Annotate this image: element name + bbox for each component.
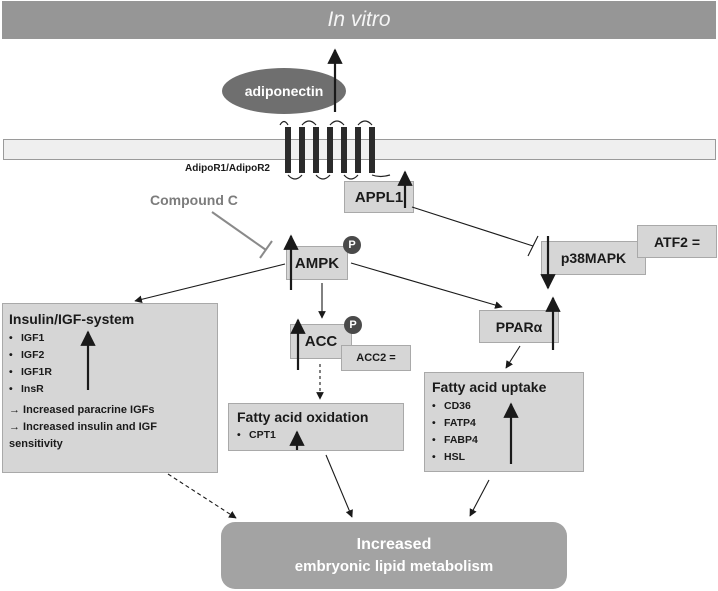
gene-item: FABP4 [432, 432, 576, 449]
acc-label: ACC [304, 333, 338, 350]
atf2-box: ATF2 = [637, 225, 717, 258]
ppara-label: PPARα [495, 318, 543, 335]
compound-c-inhibition-line [211, 211, 267, 251]
ampk-to-ppara-arrow [350, 262, 503, 309]
outcome-line1: Increased [356, 536, 432, 553]
fatty-acid-uptake-box: Fatty acid uptake CD36 FATP4 FABP4 HSL [424, 372, 584, 472]
ppara-to-uptake-arrow [505, 345, 521, 369]
outcome-box: Increased embryonic lipid metabolism [221, 522, 567, 589]
insulin-igf-title: Insulin/IGF-system [9, 311, 135, 327]
gene-item: IGF2 [9, 347, 211, 364]
receptor-label: AdipoR1/AdipoR2 [185, 163, 270, 174]
oxidation-gene-list: CPT1 [237, 427, 395, 444]
gene-item: FATP4 [432, 415, 576, 432]
insulin-igf-gene-list: IGF1 IGF2 IGF1R InsR [9, 330, 211, 398]
acc-box: ACC [290, 324, 352, 359]
cell-membrane [3, 139, 716, 160]
gene-item: HSL [432, 449, 576, 466]
uptake-to-outcome-arrow [469, 479, 490, 517]
acc2-label: ACC2 = [356, 352, 396, 364]
compound-c-label: Compound C [150, 192, 238, 208]
outcome-line2: embryonic lipid metabolism [294, 558, 494, 575]
ampk-phospho-badge: P [343, 236, 361, 254]
in-vitro-banner: In vitro [2, 1, 716, 39]
acc-phospho-badge: P [344, 316, 362, 334]
adiponectin-ligand: adiponectin [222, 68, 346, 114]
acc2-box: ACC2 = [341, 345, 411, 371]
gene-item: CPT1 [237, 427, 395, 444]
insulin-igf-to-outcome-arrow [167, 473, 237, 519]
ampk-to-insulin-igf-arrow [134, 263, 286, 304]
gene-item: CD36 [432, 398, 576, 415]
p38mapk-box: p38MAPK [541, 241, 646, 275]
inhibition-bar [527, 235, 539, 257]
gene-item: IGF1R [9, 364, 211, 381]
ppara-box: PPARα [479, 310, 559, 343]
oxidation-to-outcome-arrow [325, 454, 353, 518]
insulin-igf-note: → Increased paracrine IGFs [9, 404, 155, 416]
ampk-phospho-symbol: P [348, 239, 356, 251]
gene-item: InsR [9, 381, 211, 398]
fatty-acid-oxidation-box: Fatty acid oxidation CPT1 [228, 403, 404, 451]
appl1-box: APPL1 [344, 181, 414, 213]
appl1-to-p38mapk-inhibition [411, 206, 534, 247]
compound-c-inhibition-bar [259, 240, 273, 259]
ampk-label: AMPK [294, 254, 340, 272]
adiponectin-label: adiponectin [244, 83, 324, 99]
ampk-box: AMPK [286, 246, 348, 280]
banner-title: In vitro [327, 8, 391, 31]
gene-item: IGF1 [9, 330, 211, 347]
acc-phospho-symbol: P [349, 319, 357, 331]
p38mapk-label: p38MAPK [560, 250, 627, 266]
atf2-label: ATF2 = [653, 233, 701, 250]
fatty-acid-oxidation-title: Fatty acid oxidation [237, 409, 369, 425]
insulin-igf-note: → Increased insulin and IGF sensitivity [9, 421, 157, 450]
uptake-gene-list: CD36 FATP4 FABP4 HSL [432, 398, 576, 466]
appl1-label: APPL1 [354, 188, 404, 206]
insulin-igf-box: Insulin/IGF-system IGF1 IGF2 IGF1R InsR … [2, 303, 218, 473]
fatty-acid-uptake-title: Fatty acid uptake [432, 379, 547, 395]
